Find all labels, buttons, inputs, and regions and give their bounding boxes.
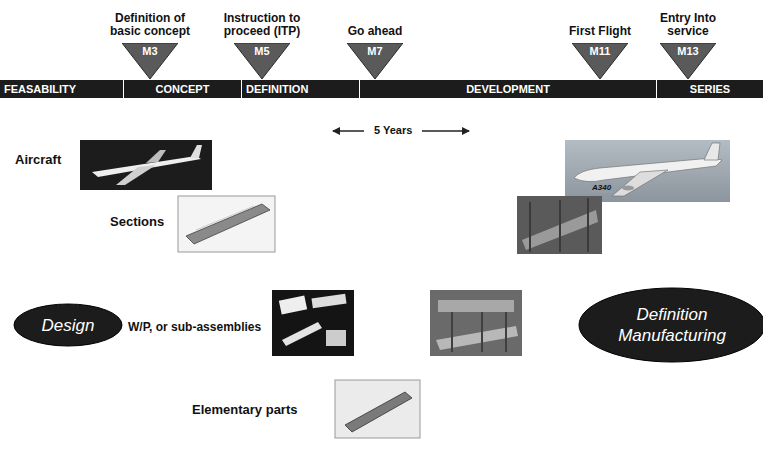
milestone-title: Definition of basic concept: [102, 12, 198, 38]
milestone-code: M7: [347, 43, 403, 58]
duration-label: 5 Years: [374, 124, 412, 137]
aircraft-marking: A340: [590, 183, 613, 193]
milestone-code: M11: [572, 43, 628, 58]
triangle-shape: [347, 43, 403, 79]
tail-fin: [704, 143, 720, 160]
phase-band: FEASABILITY: [0, 80, 123, 98]
triangle-shape: [660, 43, 716, 79]
phase-band: DEVELOPMENT: [360, 80, 656, 98]
sub-part: [326, 330, 346, 346]
photo-ground: [80, 140, 212, 190]
triangle-shape: [122, 43, 178, 79]
photo-ground: [430, 290, 522, 356]
wing: [146, 150, 166, 163]
frame-line: [196, 206, 254, 230]
photo-ground: [272, 290, 354, 356]
wing: [612, 170, 668, 196]
photo-ground: [335, 380, 420, 438]
ellipse-shape: [14, 304, 122, 346]
photo-ground: [178, 196, 275, 252]
elementary-part: [345, 392, 412, 432]
phase-band: DEFINITION: [242, 80, 359, 98]
milestone-triangle: M3: [122, 43, 178, 79]
sub-part: [279, 295, 307, 314]
work-frame: [438, 300, 514, 312]
triangle-shape: [234, 43, 290, 79]
level-label: W/P, or sub-assemblies: [128, 320, 261, 334]
assembly-photo: [517, 196, 602, 254]
milestone-marker: Instruction to proceed (ITP) M5: [214, 12, 310, 79]
milestone-marker: Go aheadM7: [347, 25, 403, 79]
phase-name: SERIES: [661, 80, 759, 98]
phase-name: DEVELOPMENT: [364, 80, 652, 98]
milestone-marker: First FlightM11: [569, 25, 631, 79]
milestone-triangle: M7: [347, 43, 403, 79]
subassembly-drawing: [272, 290, 354, 356]
phase-name: DEFINITION: [246, 80, 355, 98]
phase-name: CONCEPT: [128, 80, 237, 98]
milestone-code: M13: [660, 43, 716, 58]
milestone-code: M5: [234, 43, 290, 58]
aircraft-photo: [80, 140, 212, 190]
phase-band: SERIES: [657, 80, 763, 98]
milestone-title: Entry Into service: [640, 12, 736, 38]
phase-ellipse: Design: [13, 303, 123, 347]
milestone-title: First Flight: [569, 25, 631, 38]
wing: [116, 165, 156, 185]
phase-band: CONCEPT: [124, 80, 241, 98]
section-part: [186, 204, 270, 244]
level-label: Sections: [110, 214, 164, 230]
ellipse-label: Definition Manufacturing: [602, 304, 742, 346]
ellipse-outline: [578, 287, 763, 363]
phase-name: FEASABILITY: [4, 80, 119, 98]
section-drawing: [178, 196, 275, 252]
photo-ground: [517, 196, 602, 254]
milestone-triangle: M5: [234, 43, 290, 79]
milestone-title: Instruction to proceed (ITP): [214, 12, 310, 38]
milestone-marker: Entry Into serviceM13: [640, 12, 736, 79]
photo-ground: [565, 140, 730, 202]
workshop-photo: [430, 290, 522, 356]
tail-fin: [190, 145, 202, 158]
milestone-marker: Definition of basic conceptM3: [102, 12, 198, 79]
milestone-triangle: M11: [572, 43, 628, 79]
milestone-title: Go ahead: [348, 25, 403, 38]
jig-frame: [530, 198, 588, 252]
jig-frame: [452, 312, 506, 352]
span-arrow: [333, 130, 364, 132]
ellipse-shape: [579, 288, 763, 362]
triangle-shape: [572, 43, 628, 79]
milestone-triangle: M13: [660, 43, 716, 79]
part-drawing: [335, 380, 420, 438]
phase-ellipse: Definition Manufacturing: [578, 287, 763, 363]
ellipse-label: Design: [42, 315, 95, 336]
span-arrow: [422, 130, 469, 132]
aircraft-photo: [565, 140, 730, 202]
sub-part: [311, 294, 346, 309]
milestone-code: M3: [122, 43, 178, 58]
level-label: Elementary parts: [192, 402, 298, 418]
level-label: Aircraft: [15, 152, 61, 168]
engine: [622, 186, 634, 191]
sub-part: [282, 322, 322, 346]
